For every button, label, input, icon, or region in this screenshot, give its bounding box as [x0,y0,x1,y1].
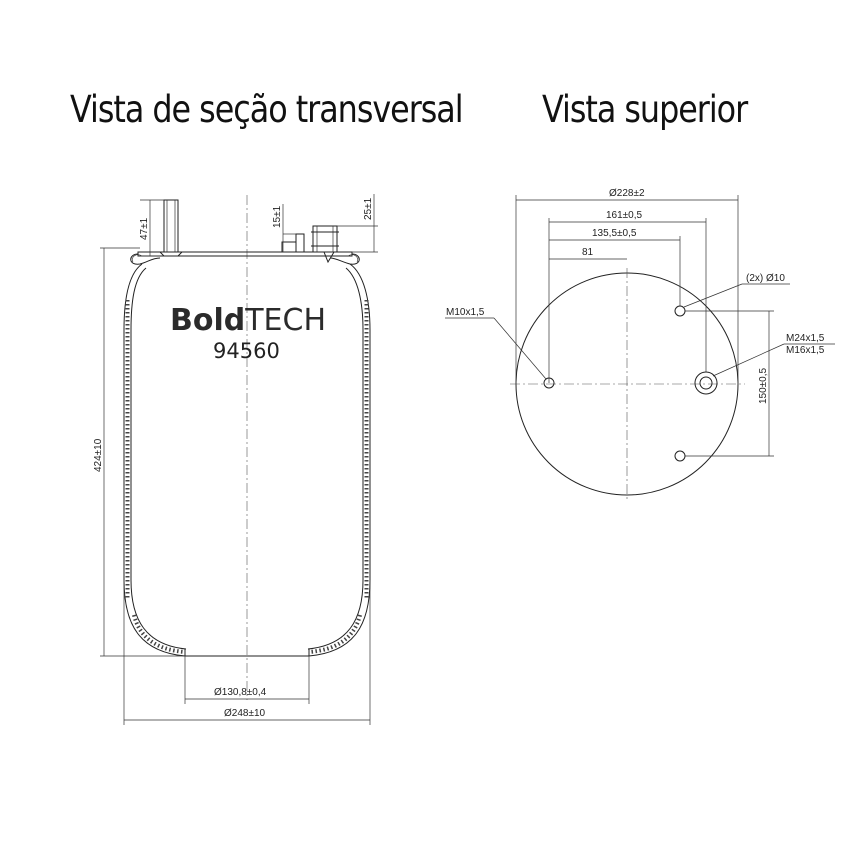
dim-135: 135,5±0,5 [592,228,637,239]
cross-section-view: BoldTECH 94560 47±1 15±1 25±1 424±10 Ø13… [93,194,378,725]
top-view-title: Vista superior [542,88,748,131]
dim-port-height: 15±1 [272,205,283,228]
dim-piston-diameter: Ø130,8±0,4 [214,687,267,698]
dim-max-diameter: Ø248±10 [224,708,266,719]
cross-section-title: Vista de seção transversal [70,88,464,131]
leader-fitting [712,343,785,377]
leader-m10 [493,317,547,380]
dim-fitting-height: 25±1 [363,197,374,220]
fitting-body [312,225,338,253]
model-number: 94560 [213,339,280,363]
dim-81: 81 [582,247,594,258]
dim-overall-height: 424±10 [93,438,104,472]
left-bead-inner [131,254,143,263]
brand-logo: BoldTECH [170,303,326,338]
air-port-base [281,241,297,253]
dim-plate-diameter: Ø228±2 [609,188,645,199]
label-m24: M24x1,5 [786,333,825,344]
fitting-outer [694,371,718,395]
fitting-bottom [323,251,335,264]
mounting-hole-upper [674,305,686,317]
fitting-inner [699,376,713,390]
left-bead [130,253,161,265]
leader-holes [683,283,743,308]
stud-base [159,251,183,257]
mounting-stud [163,199,179,253]
bellow-inner-left [130,267,187,650]
mounting-hole-lower [674,450,686,462]
wall-hatch-bottom-right [308,614,362,654]
label-holes: (2x) Ø10 [746,273,785,284]
bellow-inner-right [307,267,364,650]
air-port [295,233,305,253]
dim-150: 150±0,5 [758,367,769,404]
dim-161: 161±0,5 [606,210,643,221]
right-bead-inner [347,254,359,263]
fitting-edges [311,231,339,247]
top-plate [137,251,353,257]
top-view: Ø228±2 161±0,5 135,5±0,5 81 (2x) Ø10 M10… [445,188,835,500]
label-m10: M10x1,5 [446,307,485,318]
wall-hatch-bottom-left [132,614,186,654]
label-m16: M16x1,5 [786,345,825,356]
dim-stud-height: 47±1 [139,217,150,240]
